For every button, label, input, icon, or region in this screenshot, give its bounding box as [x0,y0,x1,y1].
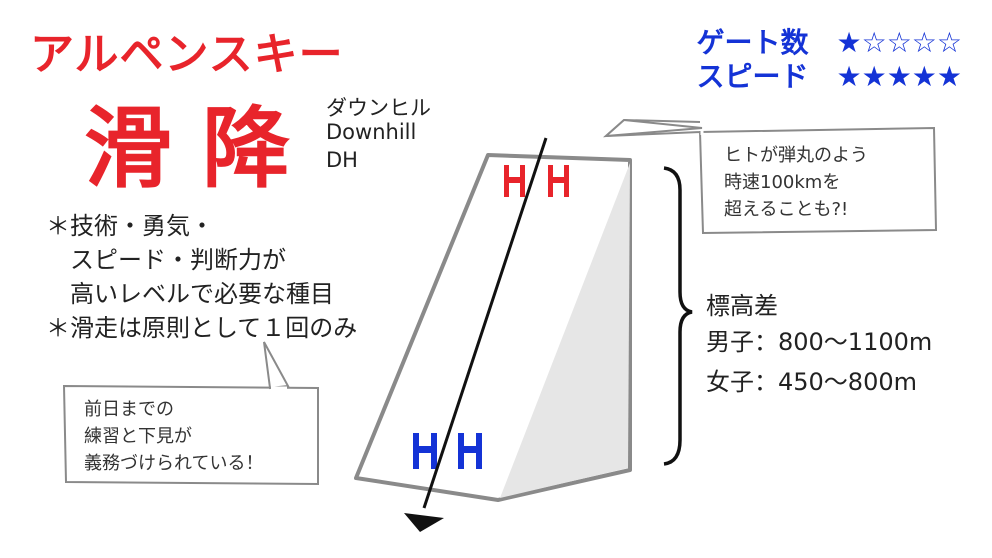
bubble-speed-line-2: 時速100kmを [724,172,841,193]
page-title: アルペンスキー [30,29,344,80]
rating-row-gates: ゲート数 ★☆☆☆☆ [696,26,962,60]
bullet-line-4: ＊滑走は原則として１回のみ [46,314,358,342]
red-gate-icon [504,165,569,197]
bubble-practice-line-1: 前日までの [84,399,174,420]
bubble-speed-text: ヒトが弾丸のよう 時速100kmを 超えることも?! [724,142,868,223]
bubble-practice-line-3: 義務づけられている！ [84,453,264,474]
event-reading: ダウンヒル [326,96,431,120]
rating-row-speed: スピード ★★★★★ [696,60,962,94]
bullet-line-2: スピード・判断力が [46,246,286,274]
rating-label-speed: スピード [696,60,809,93]
elevation-men: 男子：800〜1100m [706,328,933,356]
speech-bubble-practice [62,384,319,486]
blue-gate-icon [413,433,482,469]
bubble-practice-line-2: 練習と下見が [84,426,192,447]
bubble-practice-text: 前日までの 練習と下見が 義務づけられている！ [84,396,263,477]
elevation-women: 女子：450〜800m [706,368,917,396]
rating-label-gates: ゲート数 [696,26,809,59]
course-arrow-icon [404,137,548,532]
bubble-speed-line-1: ヒトが弾丸のよう [724,145,868,166]
elevation-heading: 標高差 [706,292,778,320]
rating-stars-speed: ★★★★★ [836,60,962,93]
ratings-panel: ゲート数 ★☆☆☆☆ スピード ★★★★★ [696,26,962,94]
event-name: 滑降 [84,97,321,200]
slope-side [500,163,630,498]
event-abbr: DH [326,148,358,172]
rating-stars-gates: ★☆☆☆☆ [836,26,962,59]
elevation-brace-icon [663,166,693,466]
bullet-line-1: ＊技術・勇気・ [46,212,214,240]
event-english: Downhill [326,120,417,144]
bullet-line-3: 高いレベルで必要な種目 [46,280,334,308]
bubble-speed-line-3: 超えることも?! [724,199,849,220]
